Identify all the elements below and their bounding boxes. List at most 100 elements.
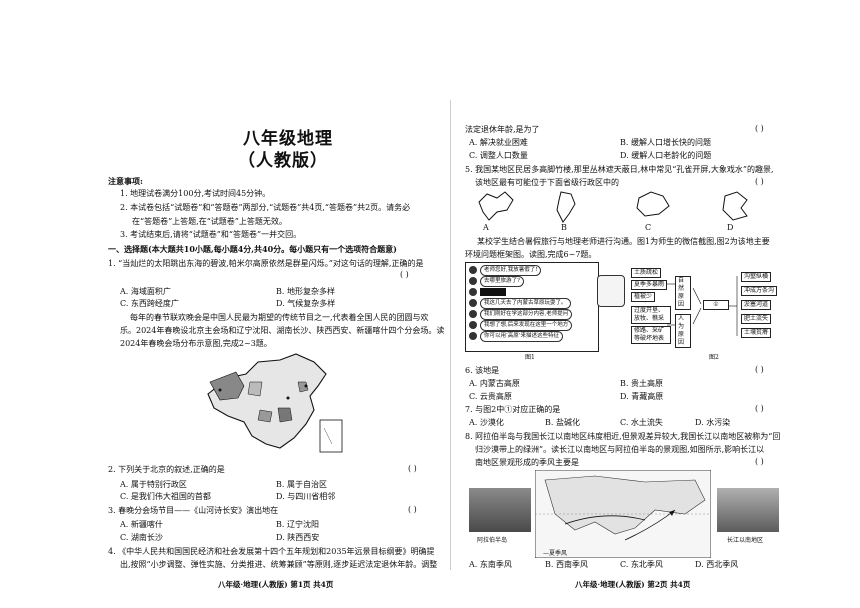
q4-option-c: C. 调整人口数量 [469, 151, 528, 160]
passage-line-1: 每年的春节联欢晚会是中国人民最为期望的传统节目之一,代表着全国人民的团圆与欢 [130, 313, 429, 322]
problem-box-1: ① [703, 300, 729, 310]
south-yangtze-photo [717, 488, 779, 532]
passage-line-3: 2024年春晚会场分布示意图,完成2~3题。 [120, 339, 272, 348]
q8-option-a: A. 东南季风 [469, 560, 512, 569]
province-shapes [478, 191, 748, 223]
note-2: 2. 本试卷包括“试题卷”和“答题卷”两部分,“试题卷”共4页,“答题卷”共2页… [120, 203, 411, 212]
result-4: 肥土流失 [741, 314, 772, 324]
human-cause-box: 人为原因 [675, 314, 691, 348]
chat-bubble-4: 我们刚好在学这部分内容,老师提问 [480, 309, 573, 320]
avatar [469, 266, 477, 274]
q8-option-d: D. 西北季风 [695, 560, 739, 569]
right-footer: 八年级·地理(人教版) 第2页 共4页 [575, 580, 691, 589]
q1-answer-paren: ( ) [400, 270, 409, 279]
q6-option-a: A. 内蒙古高原 [469, 379, 520, 388]
left-page: 八年级地理 （人教版） 注意事项: 1. 地理试卷满分100分,考试时间45分钟… [108, 0, 448, 608]
q1-option-c: C. 东西跨经度广 [120, 299, 179, 308]
q7-option-a: A. 沙漠化 [469, 418, 504, 427]
human-item-2: 修路、采矿等破坏地表 [631, 326, 671, 344]
page-divider [450, 100, 451, 570]
child-cartoon-icon [597, 275, 625, 307]
passage-line-2: 环境问题框架图。读图,完成6~7题。 [465, 250, 597, 259]
q8-option-c: C. 东北季风 [620, 560, 663, 569]
q2-option-a: A. 属于特别行政区 [120, 480, 187, 489]
chat-bubble-3: 我这几天去了内蒙古草原玩耍了。 [480, 298, 571, 309]
arabian-peninsula-caption: 阿拉伯半岛 [477, 537, 508, 544]
q3-option-a: A. 新疆喀什 [120, 520, 163, 529]
left-footer: 八年级·地理(人教版) 第1页 共4页 [218, 580, 334, 589]
q3-answer-paren: ( ) [408, 505, 417, 514]
q6-option-b: B. 贵土高原 [620, 379, 663, 388]
fig1-caption: 图1 [525, 354, 535, 361]
q4-stem-line-1: 4. 《中华人民共和国国民经济和社会发展第十四个五年规划和2035年远景目标纲要… [108, 547, 435, 556]
chat-bubble-1: 老师您好,我放暑假了! [480, 265, 542, 276]
q4-stem-line-2: 出,按照“小步调整、弹性实施、分类推进、统筹兼顾”等原则,逐步延迟法定退休年龄。… [120, 560, 438, 569]
q4-option-b: B. 缓解人口增长快的问题 [620, 138, 711, 147]
exam-subtitle: （人教版） [238, 151, 328, 171]
note-3: 3. 考试结束后,请将“试题卷”和“答题卷”一并交回。 [120, 230, 302, 239]
human-item-1: 过度开垦、放牧、樵采 [631, 306, 671, 324]
q6-option-c: C. 云贵高原 [469, 392, 512, 401]
chat-bubble-6: 你可以用‘高原’来描述这些特征 [480, 331, 563, 342]
redacted-block [480, 288, 506, 296]
q2-stem: 2. 下列关于北京的叙述,正确的是 [108, 465, 225, 474]
q7-stem: 7. 与图2中①对应正确的是 [465, 405, 561, 414]
q1-option-a: A. 海域面积广 [120, 287, 171, 296]
q2-answer-paren: ( ) [408, 464, 417, 473]
section-heading: 一、选择题(本大题共10小题,每小题4分,共40分。每小题只有一个选项符合题意) [108, 244, 397, 254]
right-page: 法定退休年龄,是为了 ( ) A. 解决就业困难 B. 缓解人口增长快的问题 C… [455, 0, 800, 608]
south-yangtze-caption: 长江以南地区 [727, 537, 764, 544]
q2-option-d: D. 与四川省相邻 [276, 492, 336, 501]
q3-option-b: B. 辽宁沈阳 [276, 520, 319, 529]
q8-stem-line-2: 归沙漠带上的绿洲”。读长江以南地区与阿拉伯半岛的景观图,如图所示,影响长江以 [475, 445, 765, 454]
q8-stem-line-1: 8. 阿拉伯半岛与我国长江以南地区纬度相近,但景观差异较大,我国长江以南地区被称… [465, 432, 781, 441]
fig1-chat-frame: 老师您好,我放暑假了! 去哪里旅游了? 我这几天去了内蒙古草原玩耍了。 我们刚好… [465, 262, 599, 352]
natural-cause-box: 自然原因 [675, 276, 691, 310]
shape-label-c: C [645, 223, 652, 232]
result-3: 淤塞河道 [741, 300, 772, 310]
chat-bubble-2: 去哪里旅游了? [480, 276, 524, 287]
q5-stem-line-2: 该地区最有可能位于下面省级行政区中的 [475, 178, 619, 187]
avatar [469, 310, 477, 318]
q1-option-b: B. 地形复杂多样 [276, 287, 335, 296]
result-2: 冲成万条沟 [741, 286, 778, 296]
summer-monsoon-legend: —夏季风 [543, 550, 568, 557]
avatar [469, 277, 477, 285]
fig2-connectors [667, 276, 738, 336]
q2-option-c: C. 是我们伟大祖国的首都 [120, 492, 211, 501]
passage-line-1: 某校学生结合暑假旅行与地理老师进行沟通。图1为师生的微信截图,图2为该地主要 [477, 237, 770, 246]
avatar [469, 332, 477, 340]
passage-line-2: 乐。2024年春晚设北京主会场和辽宁沈阳、湖南长沙、陕西西安、新疆喀什四个分会场… [120, 326, 445, 335]
natural-item-3: 植被少 [631, 292, 656, 302]
shape-label-a: A [483, 223, 489, 232]
fig2-caption: 图2 [709, 354, 719, 361]
q7-option-b: B. 盐碱化 [545, 418, 580, 427]
q4-option-d: D. 缓解人口老龄化的问题 [620, 151, 712, 160]
q1-stem: 1. “当灿烂的太阳跳出东海的碧波,帕米尔高原依然是群星闪烁。”对这句话的理解,… [108, 259, 424, 268]
q6-stem: 6. 该地是 [465, 366, 500, 375]
monsoon-map [535, 470, 711, 558]
chat-bubble-5: 我想了想,后来发现在这里一个地方 [480, 320, 573, 331]
avatar [469, 299, 477, 307]
notes-heading: 注意事项: [108, 176, 143, 186]
avatar [469, 321, 477, 329]
q3-option-d: D. 陕西西安 [276, 533, 320, 542]
q7-option-c: C. 水土流失 [620, 418, 663, 427]
q5-answer-paren: ( ) [755, 177, 764, 186]
q1-option-d: D. 气候复杂多样 [276, 299, 336, 308]
q3-stem: 3. 春晚分会场节目——《山河诗长安》演出地在 [108, 506, 279, 515]
result-1: 沟壑纵横 [741, 272, 772, 282]
q7-answer-paren: ( ) [755, 404, 764, 413]
q6-option-d: D. 青藏高原 [620, 392, 664, 401]
natural-item-2: 夏季多暴雨 [631, 280, 668, 290]
q4-answer-paren: ( ) [755, 124, 764, 133]
q4-stem-cont: 法定退休年龄,是为了 [465, 125, 540, 134]
q7-option-d: D. 水污染 [695, 418, 731, 427]
q8-stem-line-3: 南地区景观形成的季风主要是 [475, 458, 579, 467]
q6-answer-paren: ( ) [755, 365, 764, 374]
avatar [469, 288, 477, 296]
arabian-peninsula-photo [469, 488, 531, 532]
q8-answer-paren: ( ) [755, 457, 764, 466]
q5-stem-line-1: 5. 我国某地区民居多高脚竹楼,那里丛林遮天蔽日,林中常见“孔雀开屏,大象戏水”… [465, 165, 774, 174]
result-5: 土壤贫瘠 [741, 328, 772, 338]
